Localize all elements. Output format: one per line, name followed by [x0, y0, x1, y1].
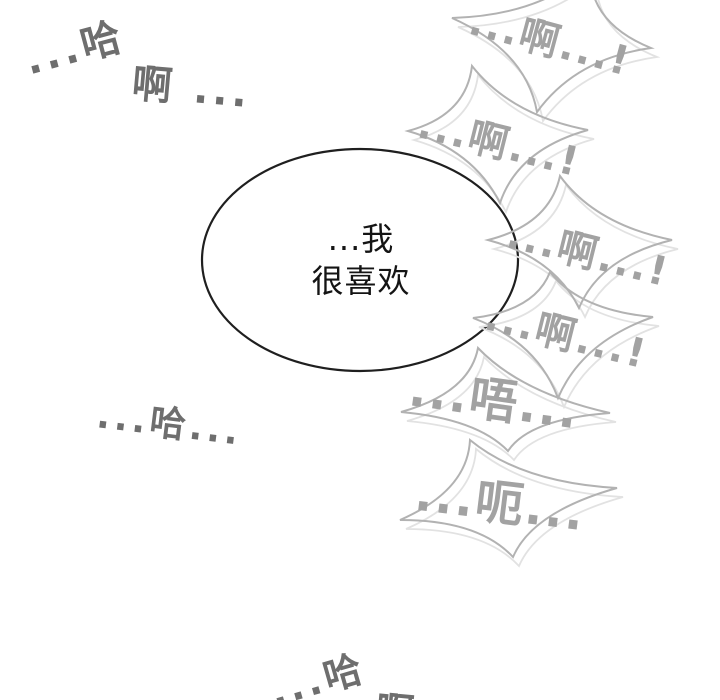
shout-bubble-echo-2: [410, 72, 595, 215]
shout-bubble-outlines: [399, 0, 673, 559]
shout-bubble-outline-1: [451, 0, 655, 115]
shout-bubble-echo-outlines: [405, 0, 679, 568]
main-dialogue-line1: ...我: [327, 220, 395, 258]
speech-bubble-ellipse: [200, 147, 520, 373]
sfx-text-ah-bottom-clipped: 啊: [374, 679, 421, 700]
shout-bubble-echo-3: [490, 182, 679, 320]
shout-bubble-outline-3: [484, 173, 673, 311]
main-dialogue-line2: 很喜欢: [311, 262, 411, 300]
shout-bubble-echo-6: [405, 447, 624, 568]
shout-bubble-outline-2: [404, 63, 589, 206]
shout-bubble-echo-1: [457, 0, 661, 124]
shout-bubble-outline-6: [399, 437, 618, 559]
shout-bubble-outline-5: [400, 345, 611, 453]
shout-bubble-echo-5: [406, 355, 617, 462]
sfx-text-ah-top: 啊 ...: [130, 60, 254, 118]
main-dialogue-text: ...我 很喜欢: [311, 218, 410, 302]
